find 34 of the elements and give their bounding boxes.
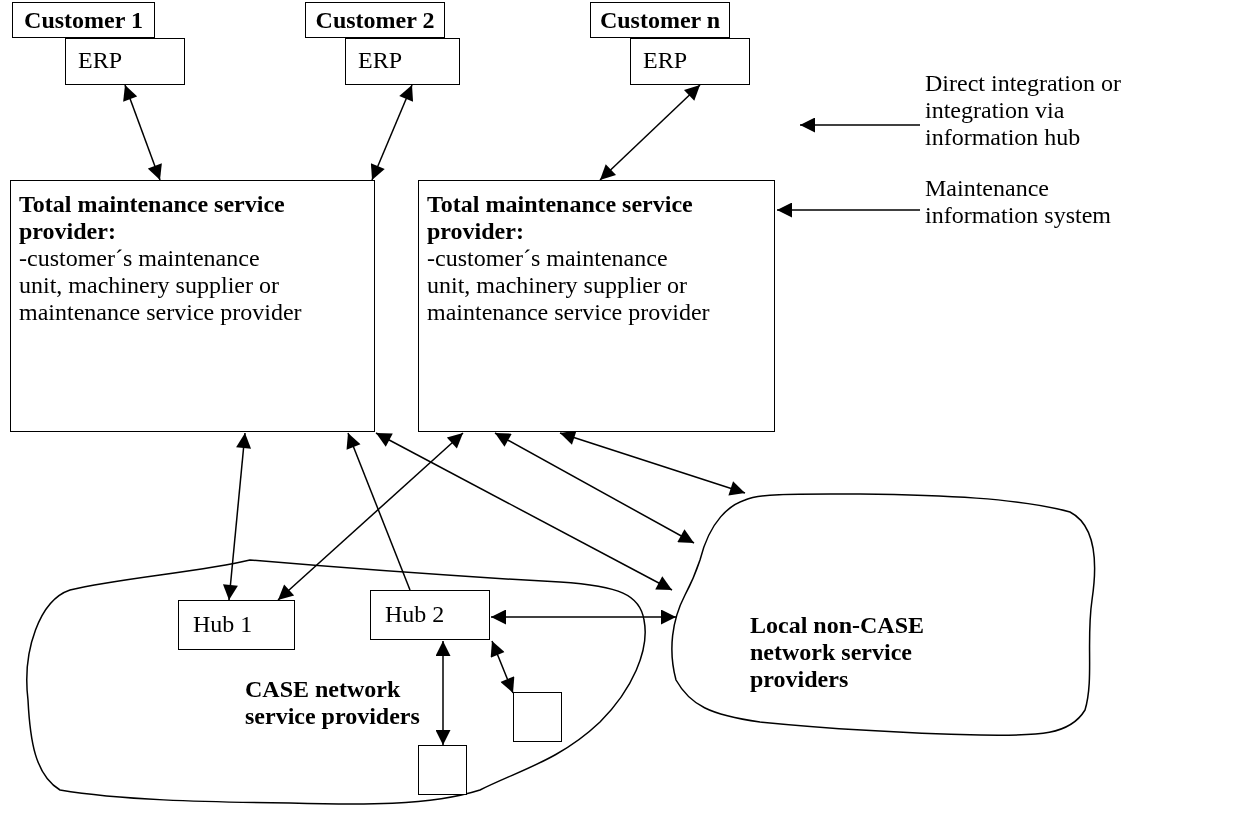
body-text: -customer´s maintenance unit, machinery supplier or maintenance service provider	[19, 244, 303, 326]
erp-box: ERP	[630, 38, 750, 85]
square-box	[513, 692, 562, 742]
annotation-text: Maintenance information system	[925, 175, 1112, 229]
arrow	[277, 432, 464, 601]
arrow	[599, 84, 701, 181]
arrow	[346, 432, 411, 591]
customer-box: Customer 2	[305, 2, 445, 38]
arrow	[490, 609, 677, 625]
arrow	[222, 432, 252, 601]
arrow	[494, 432, 695, 544]
hub-box: Hub 2	[370, 590, 490, 640]
erp-box: ERP	[65, 38, 185, 85]
heading-text: Total maintenance service provider:	[427, 191, 694, 245]
arrow	[490, 640, 515, 694]
arrow	[370, 84, 414, 181]
erp-box: ERP	[345, 38, 460, 85]
arrow	[375, 432, 673, 591]
arrow	[799, 117, 921, 133]
arrow	[435, 640, 451, 746]
arrow	[776, 202, 921, 218]
customer-box: Customer 1	[12, 2, 155, 38]
hub-box: Hub 1	[178, 600, 295, 650]
provider-box	[10, 180, 375, 432]
provider-box	[418, 180, 775, 432]
annotation-text: Direct integration or integration via information hub	[925, 70, 1122, 151]
cloud-label: CASE network service providers	[245, 676, 421, 730]
heading-text: Total maintenance service provider:	[19, 191, 286, 245]
arrow	[559, 430, 746, 496]
cloud-label: Local non-CASE network service providers	[750, 612, 926, 693]
arrow	[123, 84, 162, 181]
body-text: -customer´s maintenance unit, machinery supplier or maintenance service provider	[427, 244, 711, 326]
customer-box: Customer n	[590, 2, 730, 38]
square-box	[418, 745, 467, 795]
